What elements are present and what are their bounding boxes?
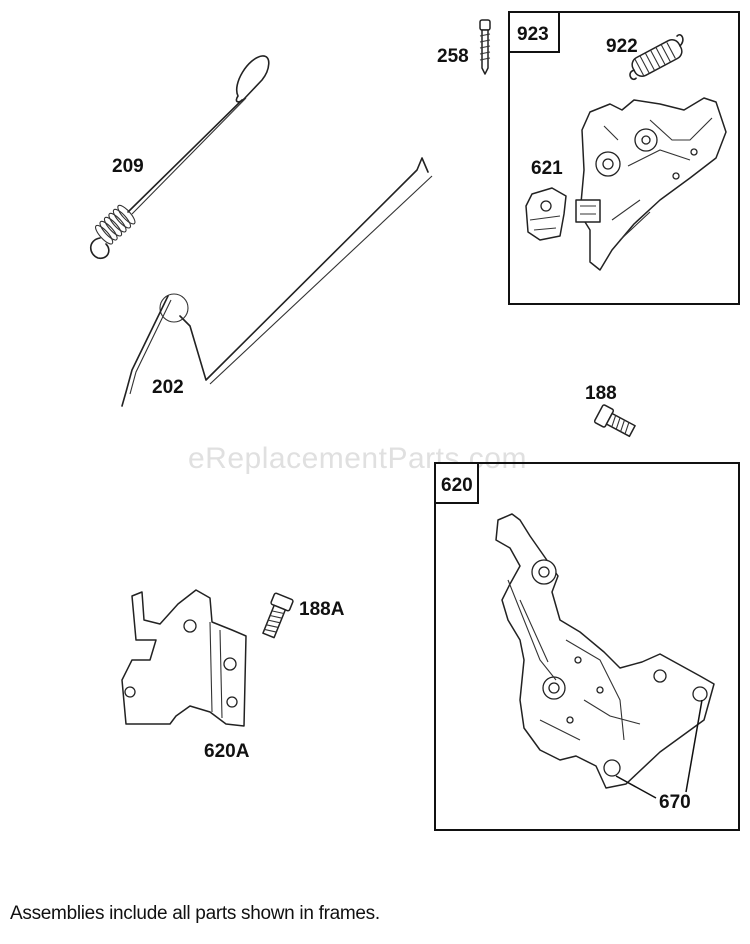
- frame-620-tag: 620: [441, 475, 473, 496]
- control-assembly-620: [495, 513, 715, 789]
- label-188a: 188A: [299, 599, 345, 620]
- label-209: 209: [112, 156, 144, 177]
- label-621: 621: [531, 158, 563, 179]
- bolt-188: [593, 404, 636, 438]
- bolt-188a: [262, 592, 294, 639]
- label-202: 202: [152, 377, 184, 398]
- screw-258: [479, 19, 491, 75]
- frame-923-tag: 923: [517, 24, 549, 45]
- spring-922: [629, 34, 684, 81]
- leader-670-b: [615, 775, 657, 799]
- link-wire-202: [121, 157, 433, 407]
- label-258: 258: [437, 46, 469, 67]
- frame-923: 923 922 621: [508, 11, 740, 305]
- leader-670-a: [685, 699, 703, 793]
- bracket-plate-620a: [121, 589, 247, 727]
- label-922: 922: [606, 36, 638, 57]
- label-188: 188: [585, 383, 617, 404]
- footnote: Assemblies include all parts shown in fr…: [10, 903, 380, 924]
- bracket-621: [525, 187, 567, 241]
- control-bracket-923: [575, 97, 727, 271]
- label-670: 670: [659, 792, 691, 813]
- label-620a: 620A: [204, 741, 250, 762]
- spring-209: [89, 55, 270, 260]
- frame-620: 620 670: [434, 462, 740, 831]
